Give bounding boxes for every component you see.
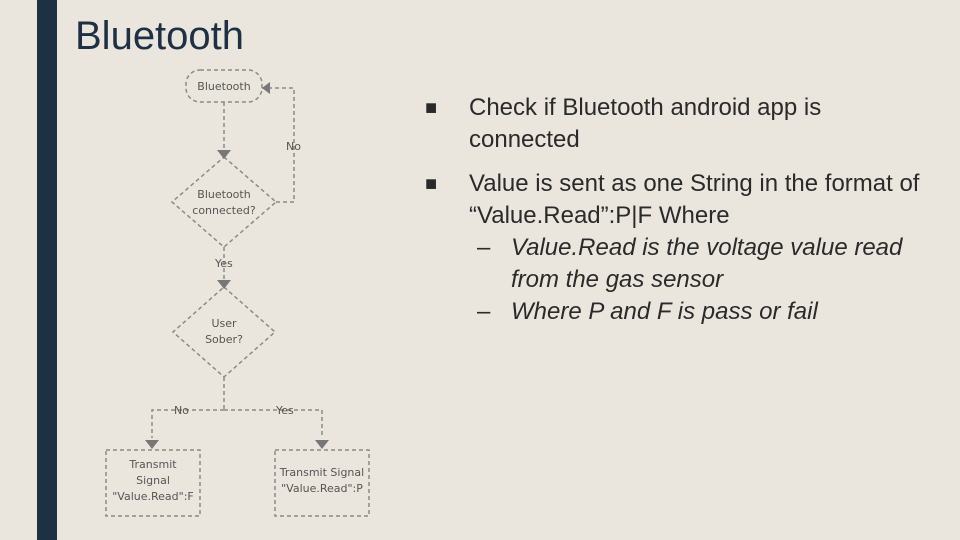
connected-edge-label: Yes [215,257,233,270]
sober-edge-label: Yes [276,404,294,417]
sub-bullet-item: – Value.Read is the voltage value read f… [425,232,925,296]
arrowhead-to-fail [145,440,159,449]
flow-line-sober [224,409,323,438]
pass-action-label: Transmit Signal "Value.Read":P [279,466,365,495]
slide-title: Bluetooth [75,14,245,58]
sub-bullet-text: Where P and F is pass or fail [511,298,818,325]
fail-action-label: Transmit Signal "Value.Read":F [112,458,194,503]
left-accent-bar [37,0,57,540]
bullet-list: ■ Check if Bluetooth android app is conn… [425,92,925,340]
square-bullet-icon: ■ [425,97,438,119]
dash-bullet-icon: – [477,298,491,325]
arrowhead-to-sober [217,280,231,289]
bullet-item: ■ Check if Bluetooth android app is conn… [425,92,925,156]
arrowhead-to-pass [315,440,329,449]
square-bullet-icon: ■ [425,173,438,195]
arrowhead-loop-back [262,82,270,94]
start-node-label: Bluetooth [197,80,251,93]
sub-bullet-item: – Where P and F is pass or fail [425,296,925,328]
flowchart-canvas [105,69,370,517]
bullet-item: ■ Value is sent as one String in the for… [425,168,925,328]
dash-bullet-icon: – [477,234,491,261]
bullet-text: Check if Bluetooth android app is connec… [469,94,822,153]
connected-decision-shape [170,156,278,248]
sober-decision-label: User Sober? [205,317,243,346]
not-sober-edge-label: No [174,404,189,417]
arrowhead-to-connected [217,150,231,159]
flow-line-not-sober [151,409,224,438]
pass-action-shape [274,449,370,517]
connected-decision-label: Bluetooth connected? [192,188,256,217]
bullet-text: Value is sent as one String in the forma… [469,170,920,229]
flowchart: Bluetooth Bluetooth connected? User Sobe… [100,62,380,522]
flow-line-not-connected-loop [262,87,295,203]
sub-bullet-list: – Value.Read is the voltage value read f… [425,232,925,328]
not-connected-edge-label: No [286,140,301,153]
sub-bullet-text: Value.Read is the voltage value read fro… [511,234,903,293]
fail-action-shape [105,449,201,517]
